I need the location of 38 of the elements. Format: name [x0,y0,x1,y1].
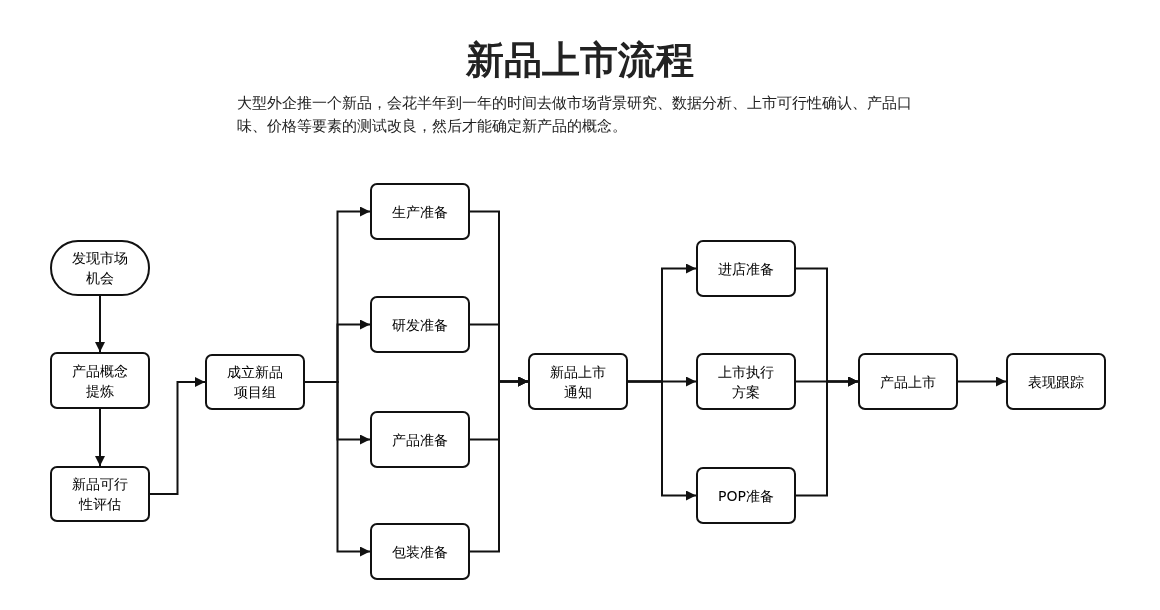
arrow [95,408,105,467]
node-label: 新品上市通知 [549,362,607,402]
process-box [370,296,470,353]
start-terminal [50,240,150,296]
node-label: 表现跟踪 [1028,372,1084,392]
process-box [858,353,958,410]
arrow [957,376,1007,387]
node-label: 成立新品项目组 [226,363,284,402]
process-box [370,411,470,468]
node-label: 产品概念提炼 [71,361,129,401]
arrow [627,380,697,501]
node-label: 产品上市 [880,372,936,392]
node-label: 新品可行性评估 [71,475,129,514]
arrow [95,295,105,353]
node-label: POP准备 [718,486,774,506]
process-box [1006,353,1106,410]
process-box [370,523,470,580]
node-label: 产品准备 [392,430,448,450]
arrow [795,376,859,497]
node-label: 研发准备 [392,315,448,335]
process-box [696,353,796,410]
process-box [696,467,796,524]
process-box [50,352,150,409]
arrow [149,377,206,495]
node-label: 发现市场机会 [71,249,129,288]
title: 新品上市流程 [465,37,695,84]
description-text: 大型外企推一个新品，会花半年到一年的时间去做市场背景研究、数据分析、上市可行性确认、产品口味、价格等要素的测试改良，然后才能确定新产品的概念。 [237,93,913,137]
node-label: 进店准备 [718,259,774,279]
node-label: 生产准备 [392,202,448,222]
arrow [304,381,371,557]
process-box [50,466,150,522]
process-box [370,183,470,240]
node-label: 包装准备 [392,542,448,562]
arrow [469,376,529,553]
node-label: 上市执行方案 [717,362,775,402]
process-box [528,353,628,410]
process-box [696,240,796,297]
process-box [205,354,305,410]
